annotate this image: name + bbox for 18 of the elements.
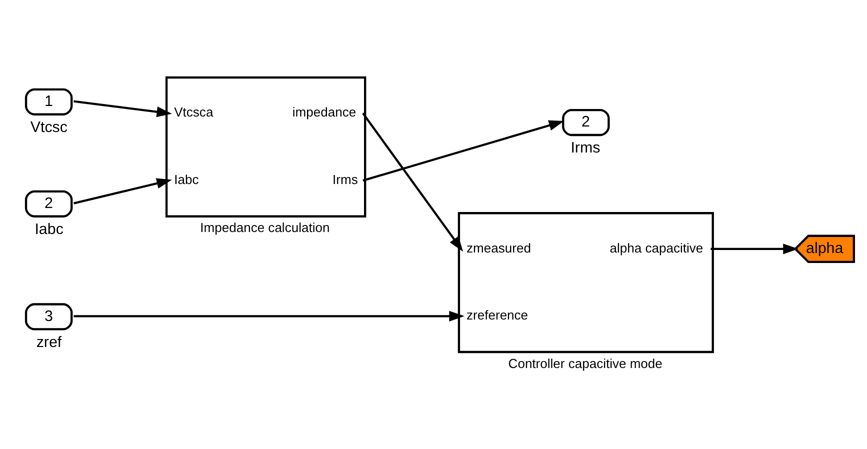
arrow (362, 120, 564, 182)
node-box: Vtcsca impedance Iabc Irms (164, 76, 366, 218)
node-box: 3 (24, 303, 72, 330)
arrow (362, 112, 463, 252)
node-box: 2 (24, 190, 72, 218)
node-label: Impedance calculation (200, 220, 330, 236)
node-box: 2 (562, 108, 610, 136)
node-label: Vtcsc (30, 118, 68, 136)
node-label: Irms (570, 140, 600, 157)
node-label: Iabc (34, 220, 63, 238)
node-label: zref (36, 334, 62, 351)
node-label: Controller capacitive mode (508, 356, 662, 371)
arrow (73, 100, 172, 118)
node-box: zmeasured alpha capacitive zreference (457, 212, 714, 354)
arrow (73, 310, 464, 322)
arrow (710, 244, 798, 254)
node-box: 1 (24, 88, 72, 116)
arrow (73, 178, 172, 204)
